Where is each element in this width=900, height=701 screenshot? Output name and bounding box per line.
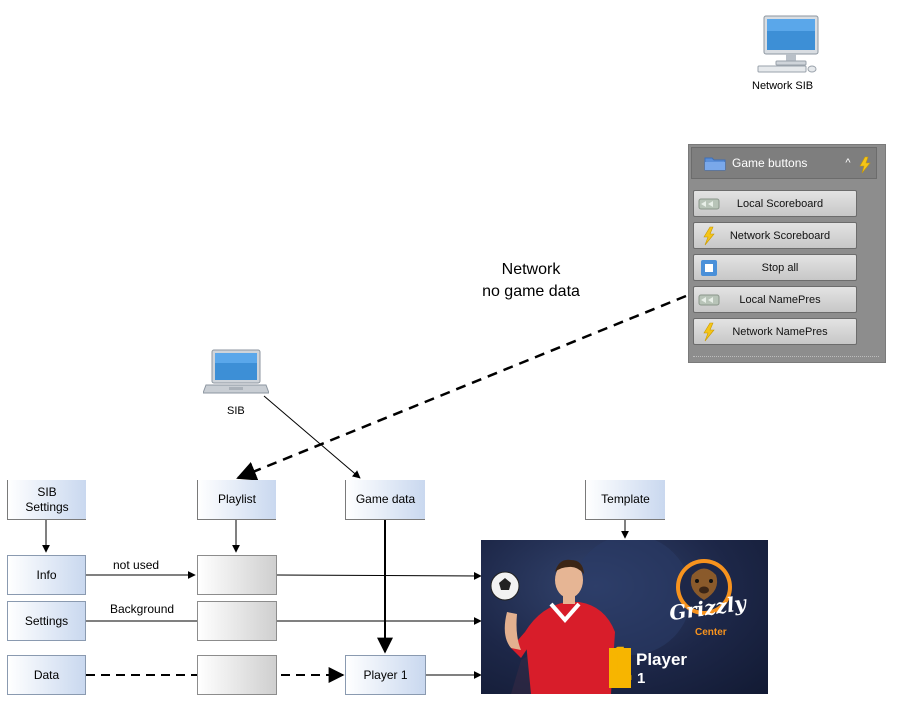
chain-link-icon (698, 195, 720, 213)
playlist-slot-1 (197, 555, 277, 595)
game-data-box: Game data (345, 480, 425, 520)
game-buttons-header[interactable]: Game buttons ^ (691, 147, 877, 179)
chevron-up-icon[interactable]: ^ (845, 157, 851, 169)
stop-icon (698, 259, 720, 277)
local-scoreboard-label: Local Scoreboard (736, 197, 824, 210)
template-preview-image: Grizzly Center 1 Player 1 (481, 540, 768, 694)
local-scoreboard-button[interactable]: Local Scoreboard (693, 190, 857, 217)
stop-all-button[interactable]: Stop all (693, 254, 857, 281)
player-1-box: Player 1 (345, 655, 426, 695)
playlist-slot-3 (197, 655, 277, 695)
sib-settings-line1: SIB (37, 484, 57, 499)
slot1-to-preview-edge (276, 571, 482, 580)
player-name-text: Player (636, 650, 688, 669)
data-box: Data (7, 655, 86, 695)
stop-all-label: Stop all (761, 261, 799, 274)
chain-link-icon (698, 291, 720, 309)
network-note-line1: Network (501, 261, 561, 278)
sib-settings-box: SIB Settings (7, 480, 86, 520)
network-dashed-edge (236, 294, 687, 481)
network-note-line2: no game data (482, 283, 580, 300)
sib-label: SIB (227, 405, 245, 417)
desktop-computer-icon (757, 15, 819, 73)
network-namepres-label: Network NamePres (732, 325, 828, 338)
player-head (555, 562, 583, 598)
playlist-box: Playlist (197, 480, 276, 520)
local-namepres-label: Local NamePres (739, 293, 821, 306)
laptop-icon (203, 349, 269, 394)
network-note: Network no game data (470, 259, 592, 303)
player-body (525, 602, 615, 694)
panel-divider (693, 356, 879, 357)
game-buttons-panel: Game buttons ^ Local Scoreboard Network … (688, 144, 886, 363)
template-box: Template (585, 480, 665, 520)
info-box: Info (7, 555, 86, 595)
sib-settings-line2: Settings (25, 499, 69, 514)
local-namepres-button[interactable]: Local NamePres (693, 286, 857, 313)
network-sib-label: Network SIB (752, 80, 814, 92)
playlist-slot-2 (197, 601, 277, 641)
player-number: 1 (606, 638, 633, 691)
preview-graphic (490, 540, 732, 694)
settings-box: Settings (7, 601, 86, 641)
edge-label-not-used: not used (113, 558, 160, 572)
player-number-text: 1 (637, 670, 646, 687)
edge-label-background: Background (110, 602, 175, 616)
network-scoreboard-button[interactable]: Network Scoreboard (693, 222, 857, 249)
game-buttons-title: Game buttons (732, 156, 808, 170)
grizzly-logo-sub: Center (695, 627, 727, 638)
network-scoreboard-label: Network Scoreboard (729, 229, 831, 242)
network-namepres-button[interactable]: Network NamePres (693, 318, 857, 345)
lightning-icon (698, 322, 720, 341)
folder-icon (704, 157, 726, 171)
sib-to-gamedata-edge (263, 395, 361, 479)
lightning-add-icon[interactable] (857, 156, 873, 174)
lightning-icon (698, 226, 720, 245)
